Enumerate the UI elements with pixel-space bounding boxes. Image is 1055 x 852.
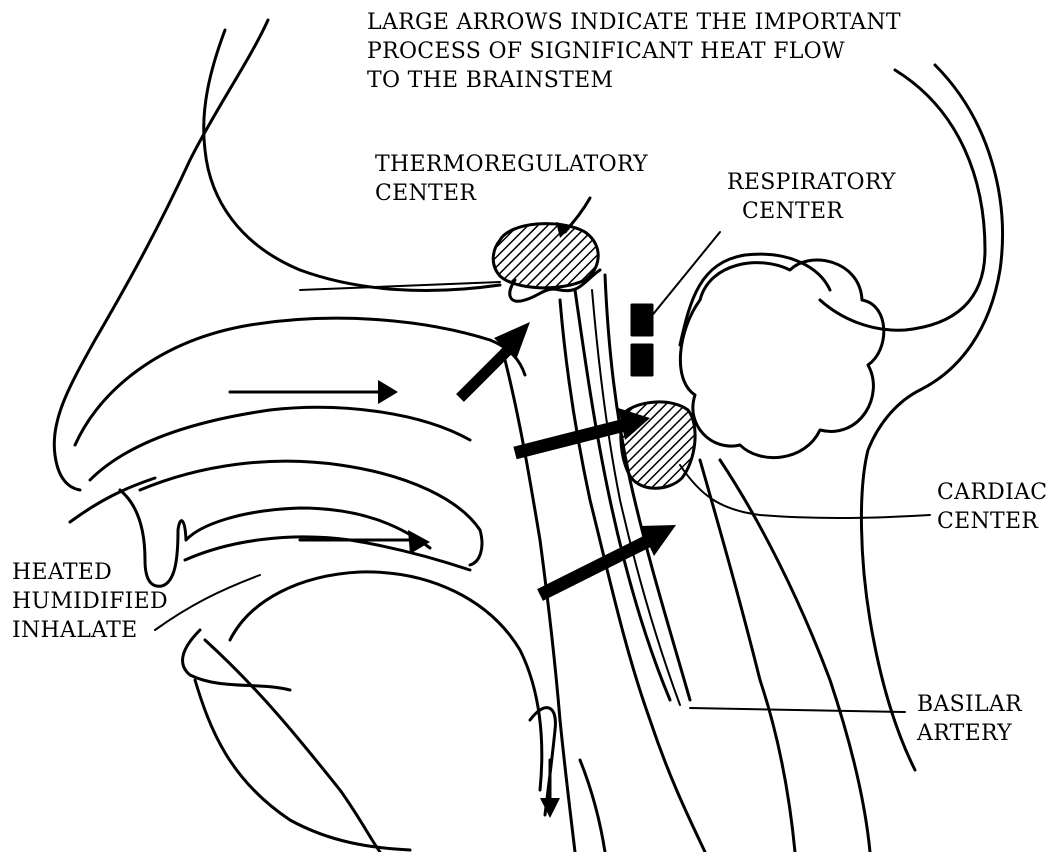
basilar-label-line-1: BASILAR xyxy=(917,690,1022,719)
nasal-passage-middle xyxy=(90,407,470,480)
thermoregulatory-label-line-2: CENTER xyxy=(375,179,648,208)
basilar-artery-label: BASILAR ARTERY xyxy=(917,690,1022,748)
cerebellum-outer-line xyxy=(680,254,830,345)
caption-line-1: LARGE ARROWS INDICATE THE IMPORTANT xyxy=(367,8,901,37)
neck-inner-line xyxy=(700,460,795,852)
basilar-label-line-2: ARTERY xyxy=(917,719,1022,748)
cerebellum xyxy=(680,260,883,458)
airflow-arrow-upper xyxy=(230,380,398,404)
esophagus xyxy=(580,760,605,852)
basilar-leader xyxy=(690,708,905,712)
respiratory-label-line-1: RESPIRATORY xyxy=(727,168,896,197)
thermoregulatory-label-line-1: THERMOREGULATORY xyxy=(375,150,648,179)
respiratory-label-line-2: CENTER xyxy=(727,197,896,226)
cardiac-label-line-1: CARDIAC xyxy=(937,478,1047,507)
cardiac-center-label: CARDIAC CENTER xyxy=(937,478,1047,536)
caption-line-3: TO THE BRAINSTEM xyxy=(367,66,901,95)
lower-lip xyxy=(183,630,290,690)
respiratory-center-leader xyxy=(650,232,720,318)
thermoregulatory-center xyxy=(493,224,598,288)
inhalate-label-line-2: HUMIDIFIED xyxy=(12,587,168,616)
cardiac-center-leader xyxy=(680,465,930,518)
heated-humidified-inhalate-label: HEATED HUMIDIFIED INHALATE xyxy=(12,558,168,645)
face-profile-outline xyxy=(54,20,268,490)
inhalate-label-line-1: HEATED xyxy=(12,558,168,587)
nasal-passage-upper xyxy=(75,318,525,445)
diagram-caption: LARGE ARROWS INDICATE THE IMPORTANT PROC… xyxy=(367,8,901,95)
caption-line-2: PROCESS OF SIGNIFICANT HEAT FLOW xyxy=(367,37,901,66)
cardiac-label-line-2: CENTER xyxy=(937,507,1047,536)
respiratory-center-label: RESPIRATORY CENTER xyxy=(727,168,896,226)
inhalate-label-line-3: INHALATE xyxy=(12,616,168,645)
tongue xyxy=(230,572,542,790)
nasal-passage-lower xyxy=(140,461,482,565)
respiratory-center-block-1 xyxy=(632,305,652,335)
respiratory-center-block-2 xyxy=(632,345,652,375)
thermoregulatory-center-label: THERMOREGULATORY CENTER xyxy=(375,150,648,208)
nostril-line xyxy=(70,478,155,522)
chin-outline xyxy=(195,680,410,850)
inhalate-leader xyxy=(155,575,260,630)
